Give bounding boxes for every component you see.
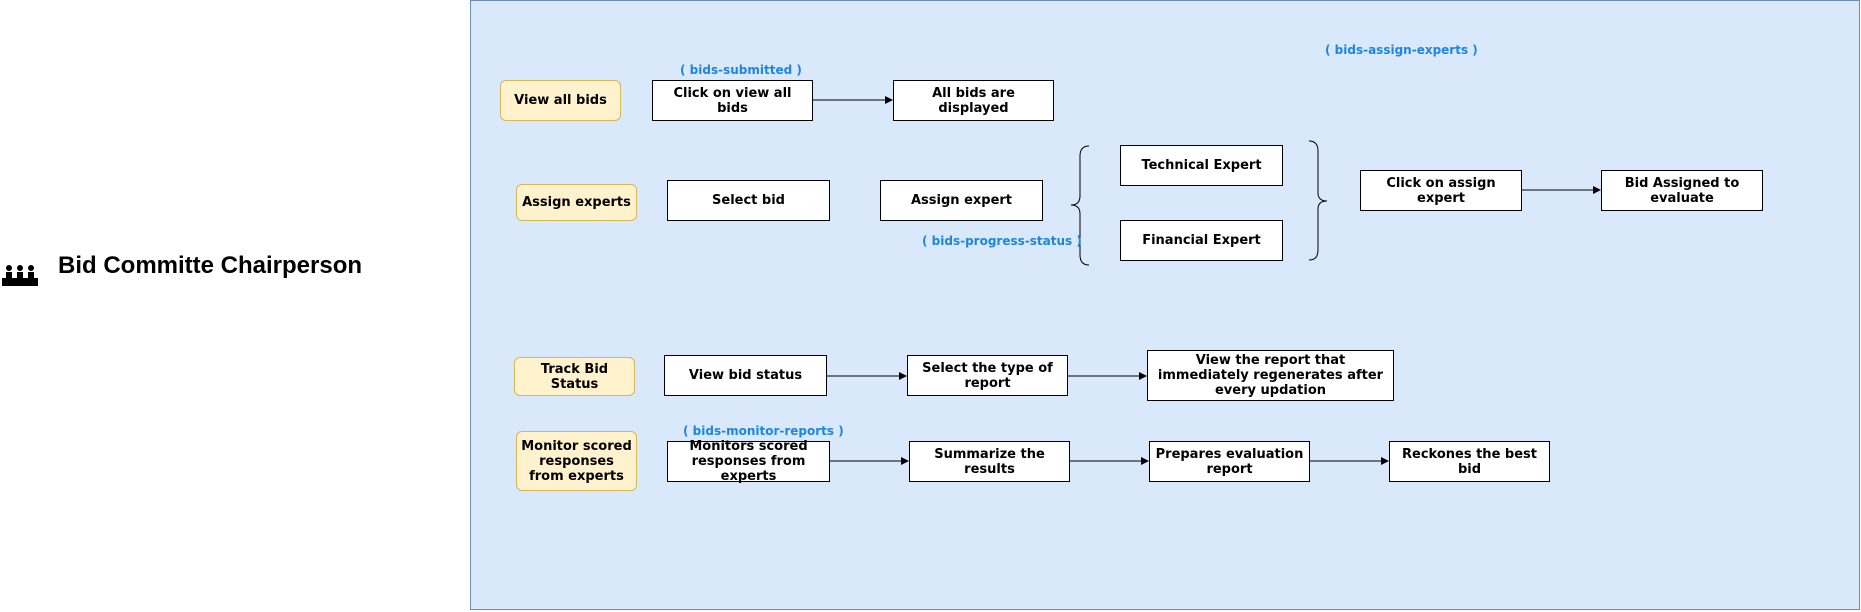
step-bid-assigned: Bid Assigned to evaluate xyxy=(1601,170,1763,211)
tag-bids-progress-status: ( bids-progress-status ) xyxy=(922,234,1082,248)
step-click-view-all-bids: Click on view all bids xyxy=(652,80,813,121)
step-reckon-best-bid: Reckones the best bid xyxy=(1389,441,1550,482)
step-select-report-type: Select the type of report xyxy=(907,355,1068,396)
tag-bids-monitor-reports: ( bids-monitor-reports ) xyxy=(683,424,844,438)
step-assign-expert: Assign expert xyxy=(880,180,1043,221)
activity-assign-experts: Assign experts xyxy=(516,184,637,221)
actor-title: Bid Committe Chairperson xyxy=(58,252,363,279)
expert-financial: Financial Expert xyxy=(1120,220,1283,261)
step-monitor-scored-responses: Monitors scored responses from experts xyxy=(667,439,830,484)
right-brace xyxy=(1308,140,1328,261)
activity-monitor-responses: Monitor scored responses from experts xyxy=(516,431,637,491)
tag-bids-submitted: ( bids-submitted ) xyxy=(680,63,802,77)
step-view-bid-status: View bid status xyxy=(664,355,827,396)
committee-icon xyxy=(2,265,38,286)
step-all-bids-displayed: All bids are displayed xyxy=(893,80,1054,121)
step-click-assign-expert: Click on assign expert xyxy=(1360,170,1522,211)
expert-technical: Technical Expert xyxy=(1120,145,1283,186)
step-summarize-results: Summarize the results xyxy=(909,441,1070,482)
step-prepare-evaluation-report: Prepares evaluation report xyxy=(1149,441,1310,482)
step-select-bid: Select bid xyxy=(667,180,830,221)
activity-track-bid-status: Track Bid Status xyxy=(514,357,635,396)
activity-view-all-bids: View all bids xyxy=(500,80,621,121)
tag-bids-assign-experts: ( bids-assign-experts ) xyxy=(1325,43,1478,57)
step-view-report: View the report that immediately regener… xyxy=(1147,350,1394,401)
left-brace xyxy=(1070,145,1090,266)
